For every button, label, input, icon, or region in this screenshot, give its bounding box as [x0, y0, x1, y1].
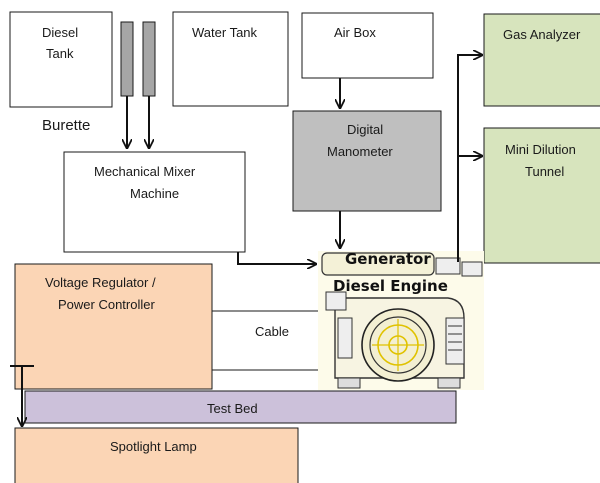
diesel-tank-label-line1: Diesel [42, 25, 78, 40]
mixer-to-engine-arrow [237, 252, 316, 264]
test-bed-box: Test Bed [24, 390, 457, 424]
air-box-label: Air Box [334, 25, 376, 40]
mechanical-mixer-box: Mechanical Mixer Machine [63, 151, 246, 253]
voltage-regulator-label-line2: Power Controller [58, 297, 155, 312]
gas-analyzer-label: Gas Analyzer [503, 27, 581, 42]
diesel-engine-illustration-icon [318, 251, 484, 390]
voltage-regulator-box: Voltage Regulator / Power Controller [14, 263, 213, 390]
digital-manometer-box: Digital Manometer [292, 110, 442, 212]
diesel-tank-box: Diesel Tank [9, 11, 113, 108]
digital-manometer-label-line1: Digital [347, 122, 383, 137]
burette-label: Burette [42, 117, 90, 134]
water-tank-box: Water Tank [172, 11, 289, 107]
burette-tube-right [142, 21, 156, 97]
mechanical-mixer-label-line2: Machine [130, 186, 179, 201]
spotlight-lamp-box: Spotlight Lamp [14, 427, 299, 483]
voltage-regulator-label-line1: Voltage Regulator / [45, 275, 156, 290]
burette-tubes: Burette [42, 21, 156, 134]
mini-dilution-tunnel-label-line1: Mini Dilution [505, 142, 576, 157]
cable-box: Cable [211, 310, 336, 371]
mini-dilution-tunnel-label-line2: Tunnel [525, 164, 564, 179]
burette-tube-left [120, 21, 134, 97]
engine-to-gas-analyzer-arrow [457, 55, 482, 262]
air-box: Air Box [301, 12, 434, 79]
digital-manometer-label-line2: Manometer [327, 144, 393, 159]
spotlight-lamp-label: Spotlight Lamp [110, 439, 197, 454]
mechanical-mixer-label-line1: Mechanical Mixer [94, 164, 196, 179]
flow-arrows [10, 55, 482, 426]
water-tank-label: Water Tank [192, 25, 258, 40]
diesel-engine-label: Diesel Engine [333, 277, 448, 295]
mini-dilution-tunnel-box: Mini Dilution Tunnel [483, 127, 600, 264]
test-bed-label: Test Bed [207, 401, 258, 416]
cable-label: Cable [255, 324, 289, 339]
generator-label: Generator [345, 250, 431, 268]
gas-analyzer-box: Gas Analyzer [483, 13, 600, 107]
diesel-tank-label-line2: Tank [46, 46, 74, 61]
